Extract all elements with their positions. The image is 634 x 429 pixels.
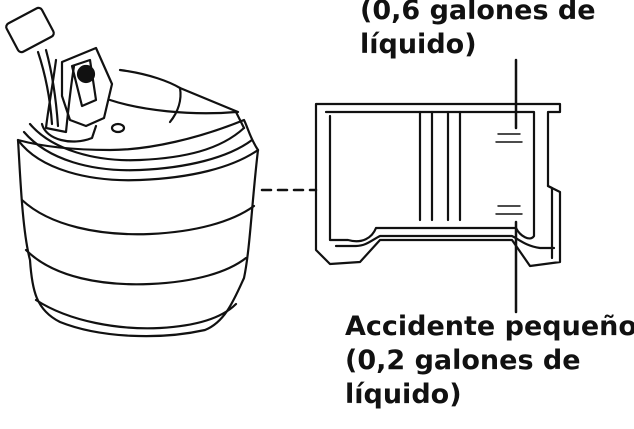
liquid-stream-2 (44, 48, 60, 128)
bucket-rim-top (28, 122, 246, 162)
bucket-inner-wall (108, 98, 246, 130)
bucket-rim-inner (22, 130, 254, 172)
level-mark-low (495, 205, 523, 215)
bucket-rim-outer (16, 138, 260, 182)
bucket-body (16, 118, 260, 338)
section-inner (324, 110, 536, 243)
small-accident-line-3: líquido) (345, 379, 462, 410)
liquid-stream (36, 50, 54, 126)
large-accident-line-1: (0,6 galones de (360, 0, 596, 26)
spout-base (40, 122, 98, 143)
bucket-illustration (5, 6, 260, 338)
spout-lever (70, 58, 98, 108)
large-accident-line-2: líquido) (360, 29, 477, 60)
bucket-band-bottom (24, 248, 248, 286)
large-accident-label: (0,6 galones de líquido) (360, 0, 596, 62)
level-mark-high (495, 133, 523, 143)
small-accident-line-2: (0,2 galones de (345, 345, 581, 376)
small-accident-line-1: Accidente pequeño (345, 311, 634, 342)
bucket-band-top (20, 198, 256, 236)
section-outer (314, 102, 562, 268)
spout-pipe (44, 58, 76, 134)
handle-notch (546, 184, 554, 260)
small-accident-label: Accidente pequeño (0,2 galones de líquid… (345, 310, 634, 412)
section-floor (334, 234, 556, 250)
spout-housing (60, 46, 114, 128)
bucket-base (34, 298, 238, 330)
center-pillar (418, 110, 462, 222)
cross-section (314, 58, 562, 314)
bucket-inner-side (168, 86, 182, 124)
spout-knob (76, 64, 96, 84)
pour-cup (5, 6, 55, 54)
spout-hole (110, 122, 126, 134)
